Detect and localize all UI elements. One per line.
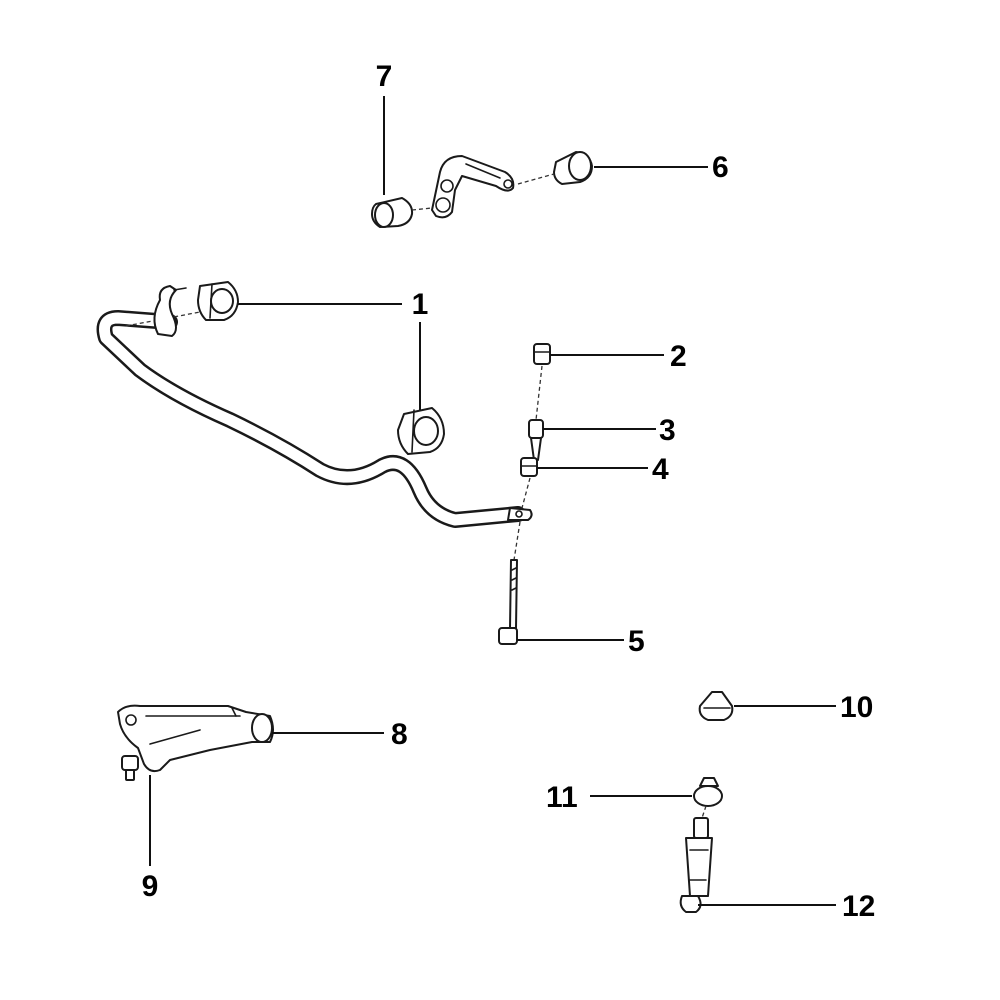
ball-joint (121, 755, 139, 781)
link-nut (533, 343, 551, 365)
shock-upper-bushing (693, 777, 723, 819)
link-upper-bushing-washer (528, 419, 544, 461)
shock-absorber (679, 817, 713, 913)
callout-7: 7 (376, 60, 393, 93)
stabilizer-bushing-lower (397, 407, 445, 455)
callout-labels: 7 6 1 2 3 4 5 8 9 10 11 12 (142, 60, 876, 923)
link-bolt (498, 559, 518, 645)
callout-8: 8 (391, 718, 408, 751)
callout-2: 2 (670, 340, 687, 373)
link-lower-bushing (520, 457, 538, 477)
callout-12: 12 (842, 890, 875, 923)
upper-arm-bushing-rear (371, 197, 433, 228)
callout-5: 5 (628, 625, 645, 658)
callout-6: 6 (712, 151, 729, 184)
callout-10: 10 (840, 691, 873, 724)
shock-top-mount (698, 691, 734, 721)
callout-1: 1 (412, 288, 429, 321)
stabilizer-bushing-upper (197, 281, 239, 321)
leader-lines (149, 96, 836, 906)
callout-4: 4 (652, 453, 669, 486)
upper-control-arm (431, 155, 515, 219)
lower-control-arm (117, 704, 274, 773)
callout-3: 3 (659, 414, 676, 447)
callout-11: 11 (546, 781, 578, 814)
link-assembly (513, 365, 543, 561)
stabilizer-bar (96, 310, 533, 528)
callout-9: 9 (142, 870, 159, 903)
upper-arm-bushing-front (517, 151, 593, 185)
stabilizer-bracket (153, 285, 187, 337)
